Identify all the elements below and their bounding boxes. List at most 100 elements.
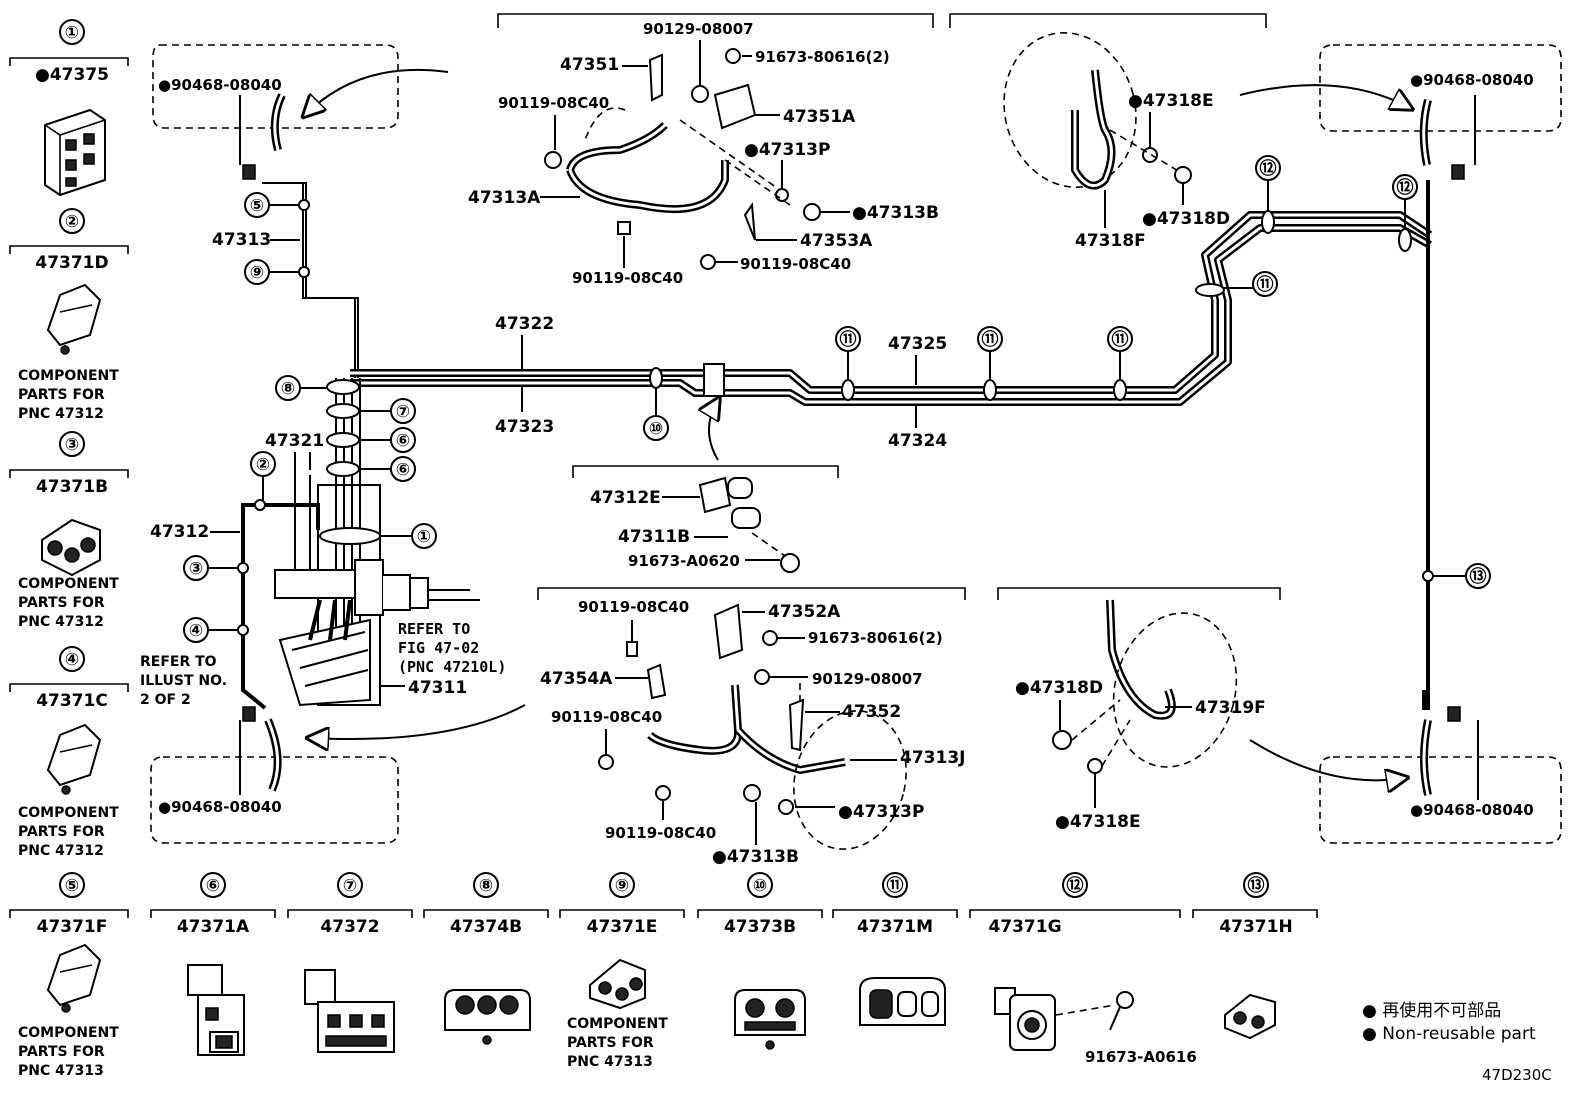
clip-icon — [1447, 706, 1461, 722]
bolt-icon — [1109, 991, 1134, 1031]
bolt-icon — [544, 151, 562, 169]
label-91673-A0620: 91673-A0620 — [628, 552, 740, 570]
detail-bottom-center: 90119-08C40 47352A 91673-80616(2) 47354A… — [537, 587, 966, 867]
label-47313: 47313 — [212, 230, 271, 250]
label-47351: 47351 — [560, 55, 619, 75]
clip-icon — [1087, 758, 1103, 774]
legend-part: 47371D — [35, 253, 108, 273]
label-47313J: 47313J — [900, 748, 965, 768]
bracket-icon — [713, 83, 757, 130]
legend-no: ⑩ — [753, 876, 767, 896]
callout-1: ① — [417, 527, 431, 547]
legend-item-8: ⑧ 47374B — [423, 872, 549, 1045]
clamp-47372-icon — [304, 969, 395, 1053]
legend-part: 47374B — [450, 917, 522, 937]
clamp-47373B-icon — [734, 989, 806, 1050]
bracket-icon — [713, 603, 744, 660]
bolt-icon — [762, 630, 778, 646]
legend-no: ⑧ — [479, 876, 493, 896]
label-47311B: 47311B — [618, 527, 690, 547]
bolt-icon — [626, 641, 638, 657]
label-47322: 47322 — [495, 314, 554, 334]
label-47313B: ●47313B — [852, 203, 939, 223]
callout-11d: ⑪ — [1257, 274, 1274, 295]
main-labels: 47313 47312 47321 47311 47322 47323 4732… — [140, 230, 947, 708]
legend-part: 47373B — [724, 917, 796, 937]
callout-6a: ⑥ — [396, 431, 410, 451]
callout-11c: ⑪ — [1112, 329, 1129, 350]
detail-box-top-left: ●90468-08040 — [152, 44, 449, 180]
callout-9: ⑨ — [250, 263, 264, 283]
hose-90468-label: ●90468-08040 — [1410, 801, 1534, 819]
clamp-47371A-icon — [187, 964, 245, 1056]
callouts: ⑤ ⑨ ⑧ ⑦ ⑥ ⑥ ② ③ ④ ① ⑩ ⑪ ⑪ ⑪ ⑪ ⑫ ⑫ ⑬ — [183, 155, 1491, 643]
label-47318E: ●47318E — [1128, 91, 1214, 111]
detail-bottom-right: 47319F ●47318D ●47318E — [997, 587, 1281, 832]
legend-part: ●47375 — [35, 65, 109, 85]
clip-47371F-icon — [46, 943, 102, 1013]
legend-item-7: ⑦ 47372 — [287, 872, 413, 1053]
legend-extra: 91673-A0616 — [1085, 1048, 1197, 1066]
label-47352: 47352 — [842, 702, 901, 722]
clamp-47374B-icon — [444, 989, 531, 1045]
callout-7: ⑦ — [396, 402, 410, 422]
key-english: ● Non-reusable part — [1362, 1024, 1536, 1044]
detail-box-top-right: ●90468-08040 — [1239, 44, 1562, 180]
clip-47371H-icon — [1224, 993, 1276, 1040]
label-47323: 47323 — [495, 417, 554, 437]
clip-47371C-icon — [46, 723, 102, 795]
bracket-icon — [646, 663, 667, 700]
clip-icon — [1451, 164, 1465, 180]
bolt-icon — [725, 48, 741, 64]
callout-3: ③ — [189, 559, 203, 579]
clamp-47371G-icon — [994, 987, 1056, 1051]
legend-part: 47371A — [177, 917, 250, 937]
label-47352A: 47352A — [768, 602, 841, 622]
hose-90468-label: ●90468-08040 — [158, 76, 282, 94]
label-90119a: 90119-08C40 — [498, 94, 609, 112]
clamp-icon — [731, 507, 761, 529]
clip-47371B-icon — [41, 518, 101, 577]
label-90129-08007: 90129-08007 — [812, 670, 923, 688]
legend-part: 47371C — [36, 691, 108, 711]
clip-47371E-icon — [589, 958, 646, 1010]
legend-part: 47371H — [1219, 917, 1292, 937]
label-47313P: ●47313P — [744, 140, 830, 160]
callout-10: ⑩ — [649, 419, 663, 439]
bolt-icon — [1174, 166, 1192, 184]
label-90119c: 90119-08C40 — [605, 824, 716, 842]
bracket-icon — [788, 698, 805, 752]
bracket-icon — [698, 476, 732, 514]
label-47354A: 47354A — [540, 669, 613, 689]
label-47319F: 47319F — [1195, 698, 1266, 718]
label-47312E: 47312E — [590, 488, 661, 508]
nut-icon — [691, 85, 709, 103]
callout-2: ② — [256, 455, 270, 475]
label-90119b: 90119-08C40 — [572, 269, 683, 287]
label-47321: 47321 — [265, 431, 324, 451]
label-47351A: 47351A — [783, 107, 856, 127]
label-47318E: ●47318E — [1055, 812, 1141, 832]
label-91673: 91673-80616(2) — [755, 48, 890, 66]
label-90119b: 90119-08C40 — [551, 708, 662, 726]
label-47312: 47312 — [150, 522, 209, 542]
legend-no: ⑫ — [1067, 875, 1084, 896]
label-90119c: 90119-08C40 — [740, 255, 851, 273]
clip-icon — [778, 799, 794, 815]
callout-13: ⑬ — [1470, 566, 1487, 587]
clip-icon — [1142, 147, 1158, 163]
bolt-icon — [655, 785, 671, 801]
label-47318D: ●47318D — [1015, 678, 1103, 698]
label-47325: 47325 — [888, 334, 947, 354]
legend-no: ⑤ — [65, 876, 79, 896]
bracket-icon — [743, 202, 756, 241]
key-japanese: ● 再使用不可部品 — [1362, 1000, 1501, 1021]
